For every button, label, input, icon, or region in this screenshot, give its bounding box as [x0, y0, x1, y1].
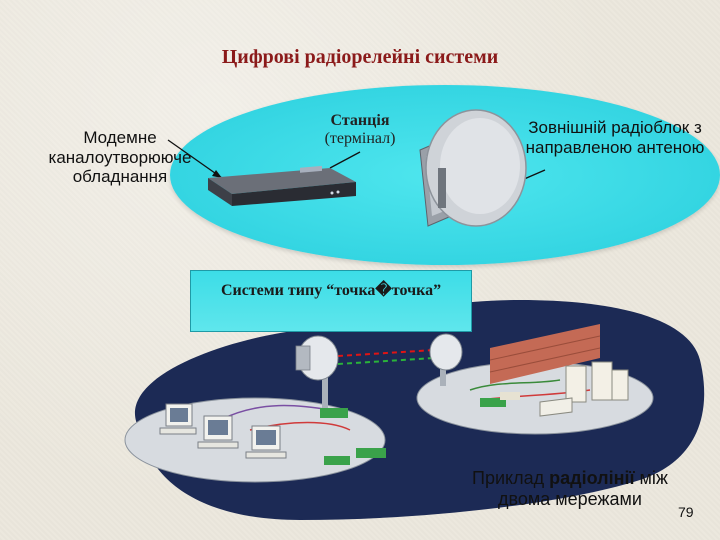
station-title: Станція [330, 112, 390, 129]
station-pointer-line [329, 151, 361, 169]
terminal-subtitle: (термінал) [324, 130, 396, 148]
brick-wall-icon [489, 324, 601, 384]
point-to-point-box: Системи типу “точка�точка” [190, 270, 472, 332]
left-antenna-icon [295, 335, 339, 410]
modem-pointer-line [167, 139, 223, 179]
outdoor-radio-unit [419, 109, 527, 227]
example-prefix: Приклад [472, 468, 550, 488]
modem-equipment-label: Модемне каналоутворююче обладнання [48, 128, 192, 187]
point-to-point-label: Системи типу “точка�точка” [220, 282, 442, 299]
network-switch-icon [320, 408, 386, 465]
example-caption: Приклад радіолінії між двома мережами [465, 468, 675, 509]
right-antenna-icon [429, 333, 463, 386]
computer-icon [159, 403, 197, 435]
computer-icon [245, 425, 287, 459]
page-number: 79 [678, 504, 694, 520]
example-suffix: між двома мережами [498, 468, 668, 509]
computer-icon [197, 415, 239, 449]
modem-pointer-arrow [212, 170, 222, 178]
station-label: Станція (термінал) [300, 112, 420, 149]
radio-link-beam [337, 349, 435, 365]
network-switch-icon [480, 392, 520, 407]
server-icon [565, 361, 629, 403]
slide-title: Цифрові радіорелейні системи [221, 46, 499, 68]
example-bold: радіолінії [549, 468, 635, 488]
hub-box-icon [539, 397, 573, 417]
rack-modem-unit [208, 165, 356, 206]
outdoor-unit-label: Зовнішній радіоблок з направленою антено… [525, 118, 705, 157]
